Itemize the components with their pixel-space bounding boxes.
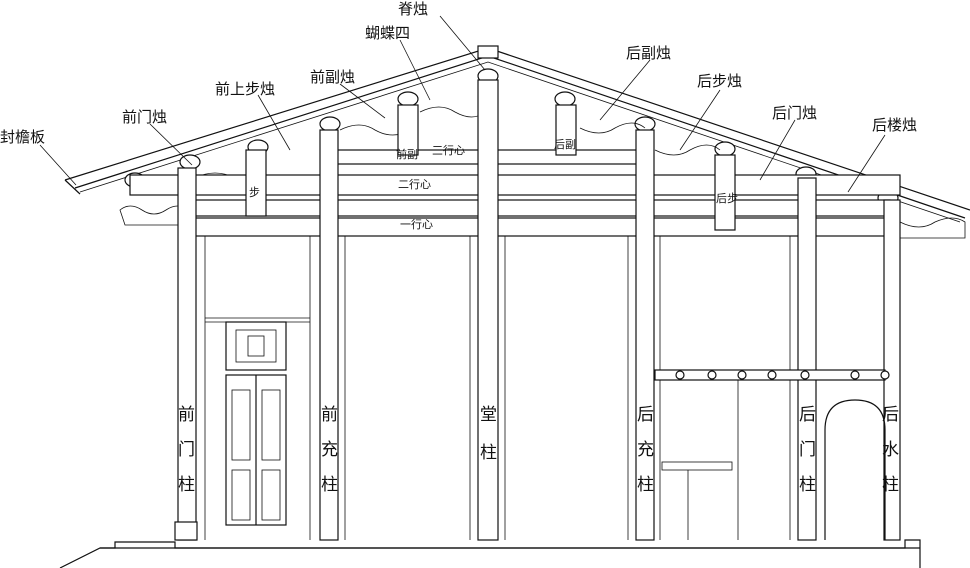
svg-text:水: 水	[882, 440, 899, 460]
walls	[204, 236, 890, 540]
label-qian-fu-tag: 前副	[396, 147, 418, 161]
column-label-hou-chong-zhu: 后 充 柱	[637, 405, 654, 495]
svg-text:柱: 柱	[321, 475, 338, 495]
label-qian-shang-bu-zhuo: 前上步烛	[215, 80, 275, 98]
label-hou-bu-tag: 后步	[716, 192, 738, 205]
label-hou-men-zhuo: 后门烛	[772, 104, 817, 122]
front-door	[225, 321, 287, 526]
svg-text:门: 门	[178, 440, 195, 460]
svg-text:后: 后	[637, 405, 654, 425]
svg-text:柱: 柱	[799, 475, 816, 495]
svg-text:柱: 柱	[637, 475, 654, 495]
leader-lines	[39, 15, 886, 193]
ground-platform	[59, 539, 921, 568]
label-die-die-si: 蝴蝶四	[365, 24, 410, 42]
label-yi-xing-xin: 一行心	[400, 218, 433, 231]
column-label-qian-men-zhu: 前 门 柱	[178, 405, 195, 495]
label-feng-yan-ban: 封檐板	[0, 128, 45, 146]
column-label-hou-shui-zhu: 后 水 柱	[882, 405, 899, 495]
svg-text:前: 前	[178, 405, 195, 425]
column-label-tang-zhu: 堂 柱	[480, 405, 497, 463]
svg-text:门: 门	[799, 440, 816, 460]
label-hou-fu-zhuo: 后副烛	[626, 44, 671, 62]
svg-text:柱: 柱	[480, 443, 497, 463]
label-san-xing-xin: 三行心	[432, 144, 465, 157]
svg-text:充: 充	[321, 440, 338, 460]
svg-text:后: 后	[882, 405, 899, 425]
label-ji-zhuo: 脊烛	[398, 0, 428, 18]
label-er-xing-xin: 二行心	[398, 178, 431, 191]
label-hou-bu-zhuo: 后步烛	[697, 72, 742, 90]
svg-text:柱: 柱	[882, 475, 899, 495]
svg-text:充: 充	[637, 440, 654, 460]
svg-text:后: 后	[799, 405, 816, 425]
svg-text:堂: 堂	[480, 405, 497, 425]
label-qian-fu-zhuo: 前副烛	[310, 68, 355, 86]
column-label-hou-men-zhu: 后 门 柱	[799, 405, 816, 495]
column-label-qian-chong-zhu: 前 充 柱	[321, 405, 338, 495]
label-hou-fu-tag: 后副	[554, 138, 576, 151]
label-qian-men-zhuo: 前门烛	[122, 108, 167, 126]
svg-text:前: 前	[321, 405, 338, 425]
columns	[174, 79, 901, 541]
label-hou-lou-zhuo: 后楼烛	[872, 116, 917, 134]
svg-text:柱: 柱	[178, 475, 195, 495]
label-bu-tag: 步	[249, 186, 260, 199]
